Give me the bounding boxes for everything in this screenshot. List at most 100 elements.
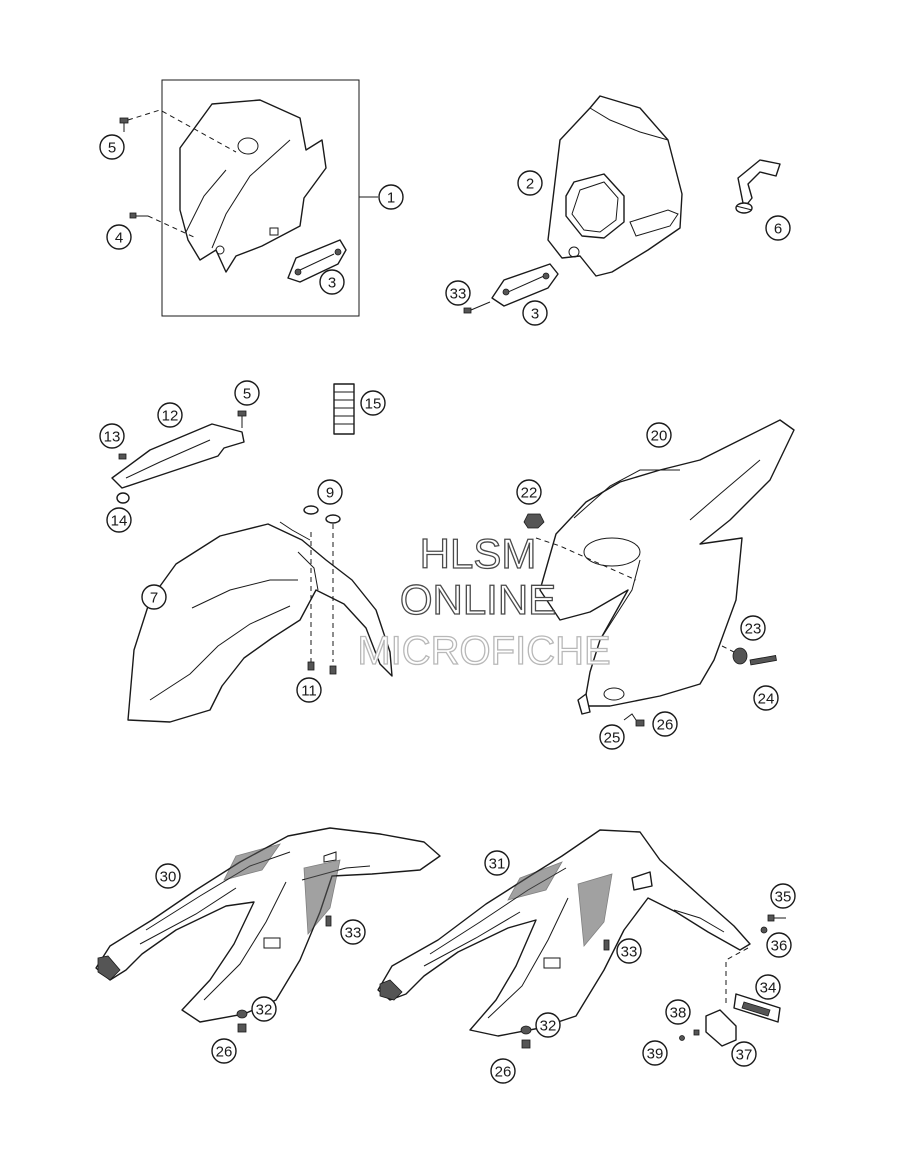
callout-number: 35 [775, 889, 792, 906]
callout-circle [616, 938, 642, 964]
screw-5a [119, 117, 129, 132]
screw-38 [693, 1029, 700, 1036]
screw-33a [463, 301, 491, 314]
callout-number: 6 [774, 221, 782, 238]
callout-number: 20 [651, 428, 668, 445]
callout-circle [646, 422, 672, 448]
callout-c24: 24 [753, 685, 779, 711]
callout-circle [378, 184, 404, 210]
grommet-32a [236, 1009, 248, 1019]
screw-13 [118, 453, 127, 460]
callout-number: 36 [771, 938, 788, 955]
screw-4 [129, 212, 148, 219]
callout-circle [340, 919, 366, 945]
callout-c3b: 3 [522, 300, 548, 326]
callout-number: 25 [604, 730, 621, 747]
headlight-mask-kit [119, 79, 378, 317]
front-fender-7 [127, 505, 393, 723]
callout-number: 32 [540, 1018, 557, 1035]
callout-number: 30 [160, 869, 177, 886]
callout-c11: 11 [296, 677, 322, 703]
callout-circle [642, 1040, 668, 1066]
reflector-3a [287, 239, 347, 283]
clamp-6 [735, 159, 781, 214]
callout-number: 2 [526, 176, 534, 193]
screw-11a [307, 661, 315, 671]
callout-circle [99, 423, 125, 449]
reflector-3b [491, 263, 559, 307]
callout-circle [99, 134, 125, 160]
callout-circle [516, 479, 542, 505]
callout-c37: 37 [731, 1041, 757, 1067]
callout-circle [652, 711, 678, 737]
grommet-32b [520, 1025, 532, 1035]
callout-c14: 14 [106, 507, 132, 533]
rear-fender-20 [523, 419, 795, 727]
callout-c12: 12 [157, 402, 183, 428]
callout-c33a: 33 [445, 280, 471, 306]
callout-number: 31 [489, 856, 506, 873]
clip-25 [623, 713, 637, 721]
callout-c13: 13 [99, 423, 125, 449]
callout-c39: 39 [642, 1040, 668, 1066]
callout-c23: 23 [740, 615, 766, 641]
grommet-23 [721, 645, 748, 665]
callout-number: 14 [111, 513, 128, 530]
callout-number: 24 [758, 691, 775, 708]
callout-circle [765, 215, 791, 241]
callout-circle [731, 1041, 757, 1067]
callout-c2: 2 [517, 170, 543, 196]
callout-circle [234, 380, 260, 406]
callout-circle [360, 390, 386, 416]
callout-c26b: 26 [211, 1038, 237, 1064]
kit-box-outline [161, 79, 360, 317]
callout-number: 9 [326, 485, 334, 502]
callout-circle [484, 850, 510, 876]
washer-39 [679, 1035, 685, 1041]
headlight-mask-1 [179, 99, 327, 273]
callout-number: 1 [387, 190, 395, 207]
callout-circle [755, 974, 781, 1000]
callout-number: 33 [450, 286, 467, 303]
callout-c26a: 26 [652, 711, 678, 737]
watermark-line3: MICROFICHE [357, 629, 610, 673]
headlight-mask-assembly [463, 95, 683, 314]
watermark-line1: HLSM [420, 530, 537, 577]
callout-number: 3 [328, 275, 336, 292]
cover-12 [111, 410, 247, 504]
callout-c34: 34 [755, 974, 781, 1000]
callout-c31: 31 [484, 850, 510, 876]
washer-9a [303, 505, 319, 515]
screw-26b [237, 1023, 247, 1033]
washer-9b [325, 514, 341, 524]
callout-number: 23 [745, 621, 762, 638]
callout-c25: 25 [599, 724, 625, 750]
callout-circle [517, 170, 543, 196]
screw-24 [749, 655, 777, 666]
callout-circle [251, 996, 277, 1022]
callout-c5a: 5 [99, 134, 125, 160]
callout-c20: 20 [646, 422, 672, 448]
screw-11b [329, 665, 337, 675]
callout-c33b: 33 [340, 919, 366, 945]
callout-number: 13 [104, 429, 121, 446]
callout-number: 26 [657, 717, 674, 734]
callout-number: 34 [760, 980, 777, 997]
rear-fender-30 [95, 827, 441, 1033]
callout-circle [211, 1038, 237, 1064]
callout-number: 26 [216, 1044, 233, 1061]
callout-circle [599, 724, 625, 750]
nut-36 [760, 926, 768, 934]
callout-number: 7 [150, 590, 158, 607]
callout-circle [106, 507, 132, 533]
callout-number: 39 [647, 1046, 664, 1063]
callout-c32a: 32 [251, 996, 277, 1022]
callout-c22: 22 [516, 479, 542, 505]
screw-5b [237, 410, 247, 428]
callout-number: 11 [301, 683, 317, 700]
callout-circle [740, 615, 766, 641]
callout-number: 33 [345, 925, 362, 942]
callout-c38: 38 [665, 999, 691, 1025]
filter-15 [333, 383, 355, 435]
screw-33c [603, 939, 610, 951]
